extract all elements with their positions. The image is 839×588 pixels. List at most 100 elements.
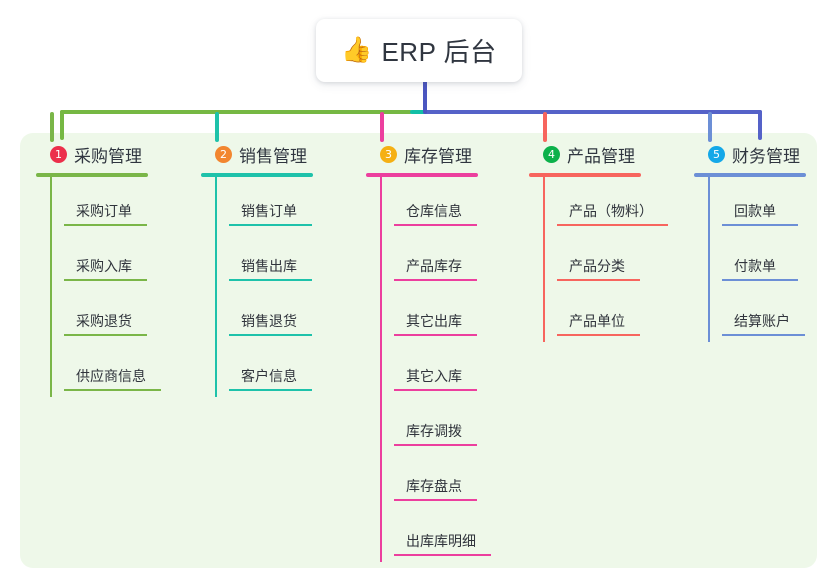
column-underline bbox=[201, 173, 313, 177]
leaf-node[interactable]: 回款单 bbox=[708, 177, 806, 232]
column-header[interactable]: 1 采购管理 bbox=[36, 140, 148, 168]
column-items: 采购订单采购入库采购退货供应商信息 bbox=[36, 177, 161, 397]
leaf-node[interactable]: 销售订单 bbox=[215, 177, 313, 232]
diagram-panel bbox=[20, 133, 817, 568]
leaf-label: 采购入库 bbox=[76, 258, 132, 274]
leaf-underline bbox=[722, 279, 798, 281]
branch-spine bbox=[50, 177, 52, 397]
leaf-underline bbox=[64, 389, 161, 391]
leaf-underline bbox=[394, 389, 477, 391]
connector-stub-5 bbox=[708, 112, 712, 142]
leaf-node[interactable]: 产品分类 bbox=[543, 232, 641, 287]
leaf-underline bbox=[557, 334, 640, 336]
leaf-node[interactable]: 其它入库 bbox=[380, 342, 478, 397]
column-title: 销售管理 bbox=[239, 146, 307, 166]
leaf-label: 回款单 bbox=[734, 203, 776, 219]
leaf-underline bbox=[229, 224, 312, 226]
connector-elbow-right bbox=[758, 110, 762, 140]
leaf-underline bbox=[64, 279, 147, 281]
leaf-underline bbox=[64, 224, 147, 226]
column-underline bbox=[366, 173, 478, 177]
column-number-badge: 1 bbox=[50, 145, 67, 163]
connector-bar-blue bbox=[424, 110, 762, 114]
column-title: 产品管理 bbox=[567, 146, 635, 166]
column-5: 5 财务管理回款单付款单结算账户 bbox=[694, 140, 806, 342]
leaf-node[interactable]: 其它出库 bbox=[380, 287, 478, 342]
column-underline bbox=[529, 173, 641, 177]
leaf-label: 销售退货 bbox=[241, 313, 297, 329]
leaf-node[interactable]: 采购入库 bbox=[50, 232, 148, 287]
branch-spine bbox=[380, 177, 382, 562]
leaf-node[interactable]: 出库库明细 bbox=[380, 507, 491, 562]
leaf-node[interactable]: 采购退货 bbox=[50, 287, 148, 342]
leaf-node[interactable]: 仓库信息 bbox=[380, 177, 478, 232]
leaf-label: 结算账户 bbox=[734, 313, 790, 329]
root-title: ERP 后台 bbox=[381, 37, 497, 67]
leaf-label: 付款单 bbox=[734, 258, 776, 274]
column-number-badge: 3 bbox=[380, 145, 397, 163]
leaf-label: 产品库存 bbox=[406, 258, 462, 274]
connector-stub-4 bbox=[543, 112, 547, 142]
leaf-label: 产品单位 bbox=[569, 313, 625, 329]
column-underline bbox=[36, 173, 148, 177]
column-items: 回款单付款单结算账户 bbox=[694, 177, 806, 342]
root-node[interactable]: 👍 ERP 后台 bbox=[316, 19, 522, 82]
leaf-label: 销售订单 bbox=[241, 203, 297, 219]
connector-bar-green bbox=[60, 110, 412, 114]
leaf-label: 采购订单 bbox=[76, 203, 132, 219]
column-items: 产品（物料） 产品分类产品单位 bbox=[529, 177, 668, 342]
branch-spine bbox=[543, 177, 545, 342]
leaf-node[interactable]: 供应商信息 bbox=[50, 342, 161, 397]
column-items: 仓库信息产品库存其它出库其它入库库存调拨库存盘点出库库明细 bbox=[366, 177, 491, 562]
leaf-label: 产品（物料） bbox=[569, 203, 653, 219]
leaf-underline bbox=[394, 444, 477, 446]
leaf-underline bbox=[229, 334, 312, 336]
leaf-underline bbox=[64, 334, 147, 336]
leaf-label: 仓库信息 bbox=[406, 203, 462, 219]
leaf-underline bbox=[722, 224, 798, 226]
leaf-node[interactable]: 客户信息 bbox=[215, 342, 313, 397]
leaf-underline bbox=[394, 224, 477, 226]
column-title: 采购管理 bbox=[74, 146, 142, 166]
leaf-underline bbox=[229, 389, 312, 391]
leaf-label: 库存盘点 bbox=[406, 478, 462, 494]
leaf-underline bbox=[394, 334, 477, 336]
column-title: 财务管理 bbox=[732, 146, 800, 166]
leaf-label: 其它出库 bbox=[406, 313, 462, 329]
leaf-node[interactable]: 销售出库 bbox=[215, 232, 313, 287]
leaf-label: 客户信息 bbox=[241, 368, 297, 384]
leaf-node[interactable]: 采购订单 bbox=[50, 177, 148, 232]
leaf-node[interactable]: 销售退货 bbox=[215, 287, 313, 342]
column-underline bbox=[694, 173, 806, 177]
column-header[interactable]: 3 库存管理 bbox=[366, 140, 478, 168]
leaf-node[interactable]: 库存盘点 bbox=[380, 452, 478, 507]
column-header[interactable]: 5 财务管理 bbox=[694, 140, 806, 168]
connector-trunk bbox=[423, 70, 427, 114]
leaf-node[interactable]: 产品库存 bbox=[380, 232, 478, 287]
connector-stub-3 bbox=[380, 112, 384, 142]
column-title: 库存管理 bbox=[404, 146, 472, 166]
leaf-label: 出库库明细 bbox=[406, 533, 476, 549]
leaf-node[interactable]: 库存调拨 bbox=[380, 397, 478, 452]
leaf-underline bbox=[722, 334, 805, 336]
leaf-underline bbox=[394, 279, 477, 281]
connector-stub-2 bbox=[215, 112, 219, 142]
leaf-label: 其它入库 bbox=[406, 368, 462, 384]
connector-stub-1 bbox=[50, 112, 54, 142]
column-number-badge: 5 bbox=[708, 145, 725, 163]
leaf-node[interactable]: 结算账户 bbox=[708, 287, 806, 342]
leaf-node[interactable]: 产品单位 bbox=[543, 287, 641, 342]
branch-spine bbox=[708, 177, 710, 342]
leaf-underline bbox=[394, 499, 477, 501]
leaf-underline bbox=[557, 279, 640, 281]
leaf-label: 供应商信息 bbox=[76, 368, 146, 384]
leaf-underline bbox=[557, 224, 668, 226]
leaf-node[interactable]: 产品（物料） bbox=[543, 177, 668, 232]
leaf-label: 产品分类 bbox=[569, 258, 625, 274]
leaf-node[interactable]: 付款单 bbox=[708, 232, 806, 287]
leaf-label: 库存调拨 bbox=[406, 423, 462, 439]
